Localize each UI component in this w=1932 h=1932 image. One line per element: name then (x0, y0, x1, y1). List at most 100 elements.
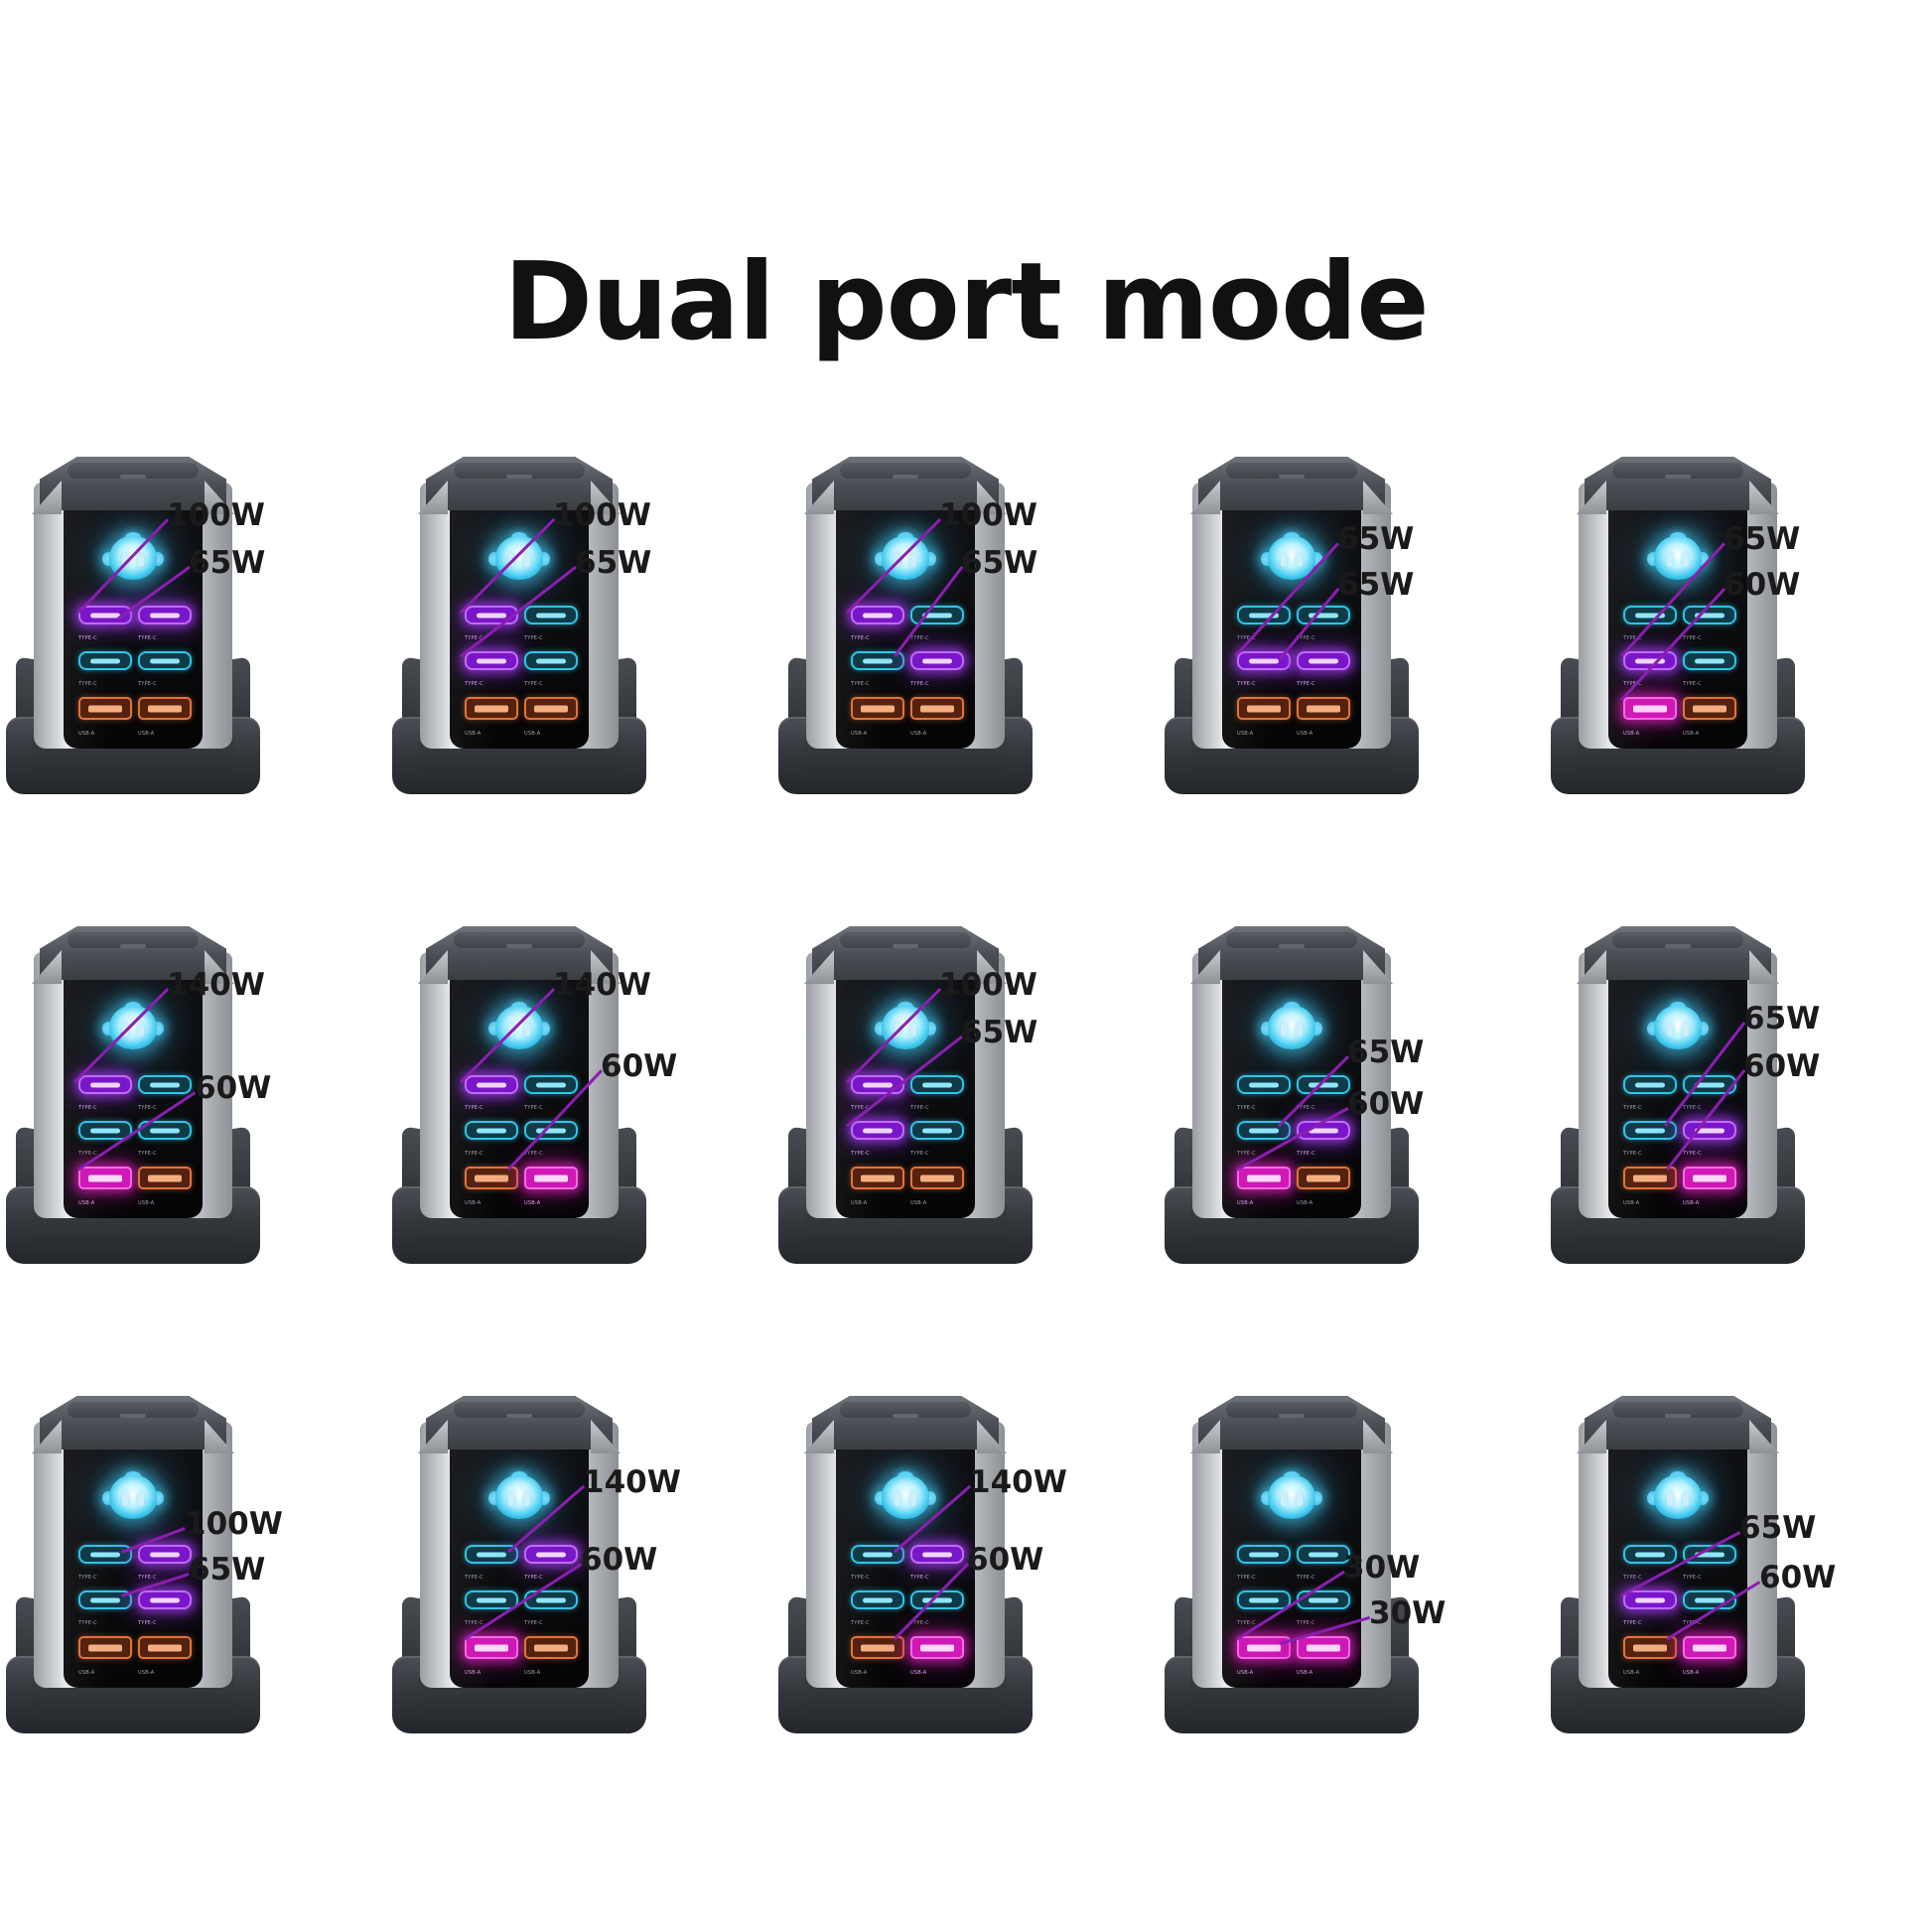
usb-c-port-2[interactable]: TYPE-C (910, 606, 964, 649)
usb-a-port-6[interactable]: USB-A (1683, 697, 1736, 741)
usb-a-port-6-active[interactable]: USB-A (1683, 1167, 1736, 1210)
usb-c-port-2[interactable]: TYPE-C (1683, 606, 1736, 649)
usb-a-port-5[interactable]: USB-A (78, 697, 132, 741)
usb-c-port-4-active[interactable]: TYPE-C (138, 1590, 192, 1634)
usb-a-port-6-active[interactable]: USB-A (1683, 1636, 1736, 1680)
usb-c-port-3[interactable]: TYPE-C (78, 651, 132, 695)
usb-c-port-1[interactable]: TYPE-C (465, 1545, 518, 1588)
usb-a-port-6[interactable]: USB-A (910, 697, 964, 741)
usb-c-port-1[interactable]: TYPE-C (1237, 1545, 1291, 1588)
usb-a-port-5-active[interactable]: USB-A (78, 1167, 132, 1210)
usb-c-port-2[interactable]: TYPE-C (1297, 1545, 1350, 1588)
usb-c-port-2[interactable]: TYPE-C (524, 1075, 578, 1119)
usb-a-port-5[interactable]: USB-A (78, 1636, 132, 1680)
usb-c-port-1-active[interactable]: TYPE-C (465, 606, 518, 649)
usb-c-port-1-active[interactable]: TYPE-C (465, 1075, 518, 1119)
usb-a-port-6[interactable]: USB-A (524, 697, 578, 741)
usb-a-port-6[interactable]: USB-A (138, 1636, 192, 1680)
usb-a-port-5[interactable]: USB-A (851, 697, 904, 741)
usb-a-port-6[interactable]: USB-A (138, 697, 192, 741)
usb-c-port-3[interactable]: TYPE-C (465, 1121, 518, 1165)
usb-c-port-4-active[interactable]: TYPE-C (910, 651, 964, 695)
usb-c-port-3-active[interactable]: TYPE-C (851, 1121, 904, 1165)
usb-c-port-4[interactable]: TYPE-C (524, 1590, 578, 1634)
usb-c-port-1[interactable]: TYPE-C (1237, 1075, 1291, 1119)
usb-c-port-1[interactable]: TYPE-C (1623, 1545, 1677, 1588)
usb-c-port-1-active[interactable]: TYPE-C (851, 606, 904, 649)
usb-a-port-5[interactable]: USB-A (851, 1167, 904, 1210)
usb-c-port-1-active[interactable]: TYPE-C (78, 1075, 132, 1119)
usb-c-port-3[interactable]: TYPE-C (78, 1121, 132, 1165)
usb-a-port-6[interactable]: USB-A (138, 1167, 192, 1210)
usb-c-port-3-active[interactable]: TYPE-C (465, 651, 518, 695)
usb-a-port-6-active[interactable]: USB-A (1297, 1636, 1350, 1680)
usb-c-port-3[interactable]: TYPE-C (78, 1590, 132, 1634)
usb-c-port-1[interactable]: TYPE-C (78, 1545, 132, 1588)
usb-c-port-2[interactable]: TYPE-C (1297, 606, 1350, 649)
usb-a-port-6[interactable]: USB-A (1297, 697, 1350, 741)
usb-c-port-4[interactable]: TYPE-C (138, 651, 192, 695)
usb-c-port-4[interactable]: TYPE-C (910, 1121, 964, 1165)
usb-a-port-5-active[interactable]: USB-A (1237, 1167, 1291, 1210)
usb-c-port-2-active[interactable]: TYPE-C (910, 1545, 964, 1588)
usb-c-port-2[interactable]: TYPE-C (524, 606, 578, 649)
usb-c-port-2[interactable]: TYPE-C (1297, 1075, 1350, 1119)
usb-c-port-3[interactable]: TYPE-C (1237, 1121, 1291, 1165)
usb-c-port-2[interactable]: TYPE-C (910, 1075, 964, 1119)
usb-c-port-2-active[interactable]: TYPE-C (524, 1545, 578, 1588)
usb-c-port-4[interactable]: TYPE-C (1683, 1590, 1736, 1634)
usb-a-port-6-active[interactable]: USB-A (910, 1636, 964, 1680)
usb-c-port-3[interactable]: TYPE-C (1623, 1121, 1677, 1165)
usb-c-port-1[interactable]: TYPE-C (1623, 606, 1677, 649)
usb-c-port-2-active[interactable]: TYPE-C (138, 606, 192, 649)
usb-c-port-3[interactable]: TYPE-C (1237, 1590, 1291, 1634)
usb-c-port-2[interactable]: TYPE-C (138, 1075, 192, 1119)
usb-c-port-3-active[interactable]: TYPE-C (1623, 1590, 1677, 1634)
usb-a-port-5-active[interactable]: USB-A (1237, 1636, 1291, 1680)
usb-a-port-5[interactable]: USB-A (465, 697, 518, 741)
usb-a-port-5[interactable]: USB-A (1623, 1167, 1677, 1210)
usb-c-port-2[interactable]: TYPE-C (1683, 1075, 1736, 1119)
usb-a-port-6[interactable]: USB-A (1297, 1167, 1350, 1210)
usb-c-port-4[interactable]: TYPE-C (524, 1121, 578, 1165)
usb-a-port-6-active[interactable]: USB-A (524, 1167, 578, 1210)
usb-c-port-4[interactable]: TYPE-C (910, 1590, 964, 1634)
usb-c-port-3-active[interactable]: TYPE-C (1237, 651, 1291, 695)
usb-a-port-6[interactable]: USB-A (524, 1636, 578, 1680)
usb-c-port-1[interactable]: TYPE-C (851, 1545, 904, 1588)
usb-a-port-6[interactable]: USB-A (910, 1167, 964, 1210)
usb-a-port-5[interactable]: USB-A (851, 1636, 904, 1680)
usb-a-port-5[interactable]: USB-A (1237, 697, 1291, 741)
usb-c-port-1-active[interactable]: TYPE-C (851, 1075, 904, 1119)
usb-c-port-2-active[interactable]: TYPE-C (138, 1545, 192, 1588)
usb-c-port-4-active[interactable]: TYPE-C (1297, 1121, 1350, 1165)
usb-c-port-4-active[interactable]: TYPE-C (1297, 651, 1350, 695)
usb-c-port-4[interactable]: TYPE-C (1297, 1590, 1350, 1634)
usb-c-port-4[interactable]: TYPE-C (138, 1121, 192, 1165)
usb-c-port-3[interactable]: TYPE-C (851, 651, 904, 695)
usb-a-port-5[interactable]: USB-A (1623, 1636, 1677, 1680)
usb-c-port-2[interactable]: TYPE-C (1683, 1545, 1736, 1588)
usb-a-port-5[interactable]: USB-A (465, 1167, 518, 1210)
usb-c-port-3[interactable]: TYPE-C (851, 1590, 904, 1634)
usb-c-port-4[interactable]: TYPE-C (1683, 651, 1736, 695)
usb-a-port-5-active[interactable]: USB-A (465, 1636, 518, 1680)
usb-a-port-5-active[interactable]: USB-A (1623, 697, 1677, 741)
usb-c-port-1[interactable]: TYPE-C (1237, 606, 1291, 649)
usb-c-port-1-active[interactable]: TYPE-C (78, 606, 132, 649)
